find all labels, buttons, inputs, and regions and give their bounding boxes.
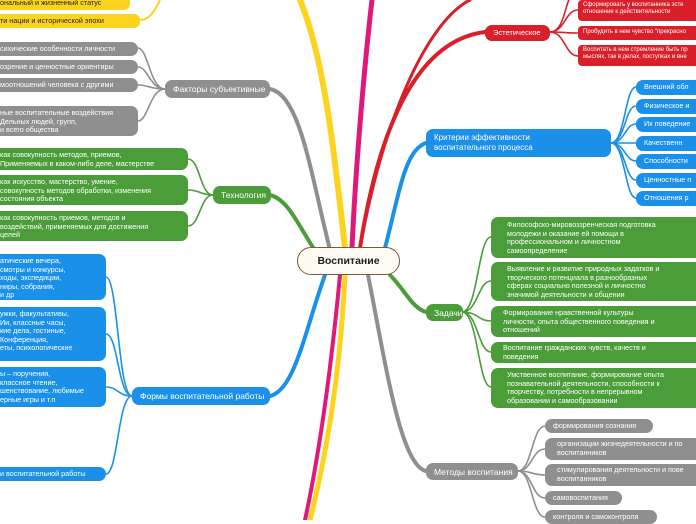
criteria-quality[interactable]: Качественн <box>636 136 696 151</box>
forms-bottom[interactable]: и воспитательной работы <box>0 467 106 481</box>
criteria-abilities[interactable]: Способности <box>636 154 696 169</box>
task-talents[interactable]: Выявление и развитие природных задатков … <box>491 262 696 301</box>
aesthetic-topic[interactable]: Эстетическое <box>485 25 550 41</box>
factor-relations[interactable]: моотношений человека с другими <box>0 78 138 92</box>
criteria-relations[interactable]: Отношения р <box>636 191 696 206</box>
method-control[interactable]: контроля и самоконтроля <box>545 510 657 524</box>
method-consciousness[interactable]: формирования сознания <box>545 419 653 433</box>
factors-topic[interactable]: Факторы субъективные <box>165 80 270 98</box>
tasks-topic[interactable]: Задачи <box>426 304 463 321</box>
aesthetic-beauty[interactable]: Пробудить в нем чувство "прекрасно <box>578 26 696 40</box>
task-mental[interactable]: Умственное воспитание, формирование опыт… <box>491 368 696 408</box>
tech-techniques[interactable]: как совокупность приемов, методов и возд… <box>0 211 188 241</box>
criteria-behavior[interactable]: Их поведение <box>636 117 696 132</box>
status-node[interactable]: ональный и жизненный статус <box>0 0 130 10</box>
forms-group[interactable]: ужки, факультативы, Ии, классные часы, к… <box>0 307 106 361</box>
aesthetic-striving[interactable]: Воспитать в нем стремление быть пр мысля… <box>578 45 696 66</box>
criteria-topic[interactable]: Критерии эффективности воспитательного п… <box>426 129 611 157</box>
central-topic[interactable]: Воспитание <box>297 247 400 275</box>
method-self-education[interactable]: самовоспитания <box>545 491 622 505</box>
forms-individual[interactable]: ы – поручения, классное чтение, шенствов… <box>0 367 106 407</box>
tech-art[interactable]: как искусство, мастерство, умение, совок… <box>0 175 188 205</box>
task-philosophy[interactable]: Философско-мировоззренческая подготовка … <box>491 217 696 258</box>
tech-methods[interactable]: как совокупность методов, приемов, Приме… <box>0 148 188 170</box>
criteria-physical[interactable]: Физическое и <box>636 99 696 114</box>
aesthetic-attitude[interactable]: Сформировать у воспитанника эсте отношен… <box>578 0 696 21</box>
methods-topic[interactable]: Методы воспитания <box>426 463 518 480</box>
factor-psych[interactable]: сихические особенности личности <box>0 42 138 56</box>
method-stimulation[interactable]: стимулирования деятельности и пове воспи… <box>545 464 696 486</box>
forms-mass[interactable]: атические вечера, смотры и конкурсы, ход… <box>0 254 106 300</box>
factor-worldview[interactable]: озрение и ценностные ориентиры <box>0 60 138 74</box>
nation-epoch-node[interactable]: ти нации и исторической эпохи <box>0 14 140 28</box>
criteria-values[interactable]: Ценностные п <box>636 173 696 188</box>
task-civic[interactable]: Воспитание гражданских чувств, качеств и… <box>491 342 696 363</box>
task-moral[interactable]: Формирование нравственной культуры лично… <box>491 306 696 337</box>
method-organization[interactable]: организации жизнедеятельности и по воспи… <box>545 438 696 460</box>
criteria-appearance[interactable]: Внешний обл <box>636 80 696 95</box>
technology-topic[interactable]: Технология <box>213 186 271 204</box>
forms-topic[interactable]: Формы воспитательной работы <box>132 387 270 405</box>
factor-influences[interactable]: ные воспитательные воздействия Дельных л… <box>0 106 138 136</box>
